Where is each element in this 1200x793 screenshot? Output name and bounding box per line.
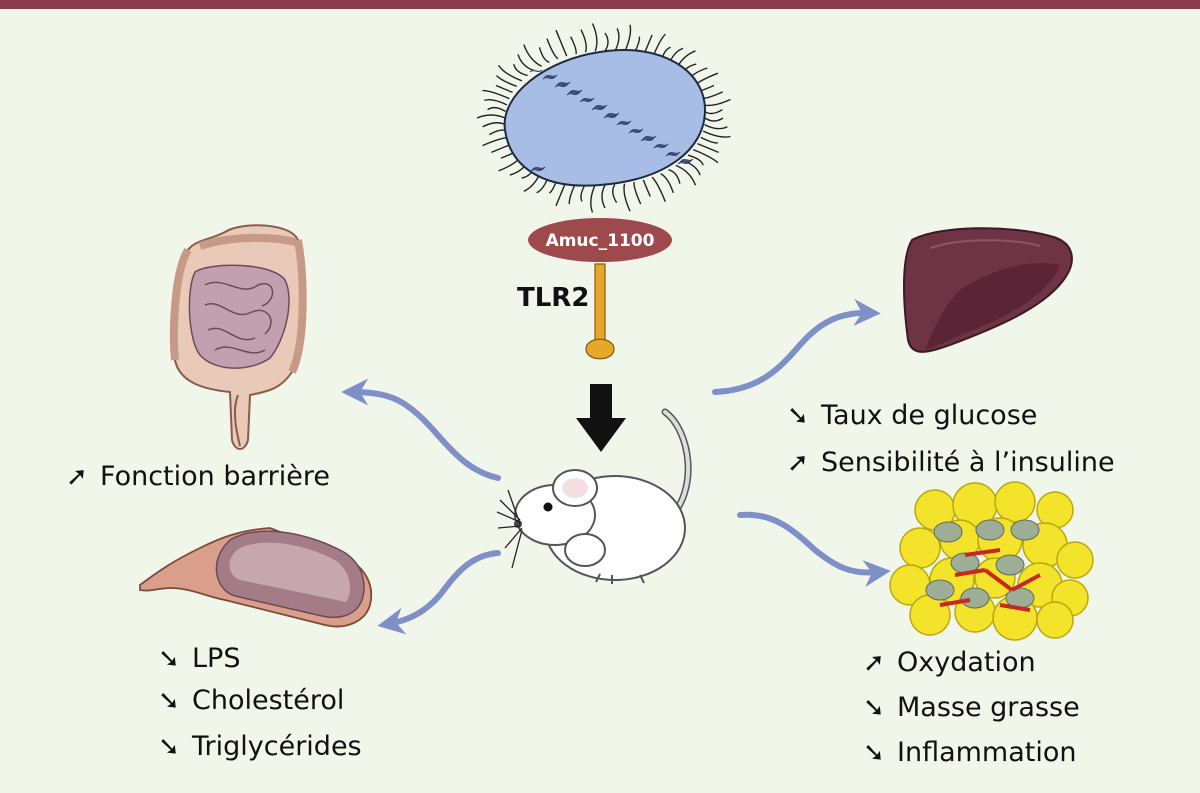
down-right-arrow-icon: ➘	[158, 644, 180, 674]
tlr2-label: TLR2	[517, 283, 590, 313]
up-right-arrow-icon: ➚	[66, 462, 88, 492]
blood-vessel-icon	[139, 527, 373, 628]
amuc-protein: Amuc_1100	[528, 218, 672, 262]
effect-masse-grasse: ➘Masse grasse	[863, 692, 1080, 723]
up-right-arrow-icon: ➚	[863, 648, 885, 678]
tlr2-receptor-icon	[585, 263, 615, 360]
down-right-arrow-icon: ➘	[158, 686, 180, 716]
down-arrow-icon	[576, 384, 626, 452]
effect-sensibilite-insuline: ➚Sensibilité à l’insuline	[787, 447, 1115, 478]
down-right-arrow-icon: ➘	[863, 693, 885, 723]
effect-oxydation: ➚Oxydation	[863, 647, 1036, 678]
effect-triglycerides: ➘Triglycérides	[158, 731, 362, 762]
flow-arrow-to-vessel	[377, 550, 501, 635]
flow-arrow-to-adipose	[737, 511, 891, 588]
effect-lps: ➘LPS	[158, 643, 241, 674]
effect-cholesterol: ➘Cholestérol	[158, 685, 345, 716]
up-right-arrow-icon: ➚	[787, 448, 809, 478]
flow-arrow-to-intestine	[341, 378, 501, 481]
intestine-icon	[169, 224, 307, 450]
liver-icon	[903, 227, 1073, 353]
bacterium-icon	[476, 23, 731, 213]
adipose-tissue-icon	[889, 481, 1094, 641]
effect-inflammation: ➘Inflammation	[863, 737, 1077, 768]
effect-fonction-barriere: ➚Fonction barrière	[66, 461, 330, 492]
down-right-arrow-icon: ➘	[158, 732, 180, 762]
amuc-label: Amuc_1100	[546, 231, 655, 251]
down-right-arrow-icon: ➘	[863, 738, 885, 768]
top-border	[0, 0, 1200, 9]
down-right-arrow-icon: ➘	[787, 401, 809, 431]
effect-taux-de-glucose: ➘Taux de glucose	[787, 400, 1038, 431]
flow-arrow-to-liver	[712, 298, 881, 395]
mouse-icon	[496, 408, 692, 584]
